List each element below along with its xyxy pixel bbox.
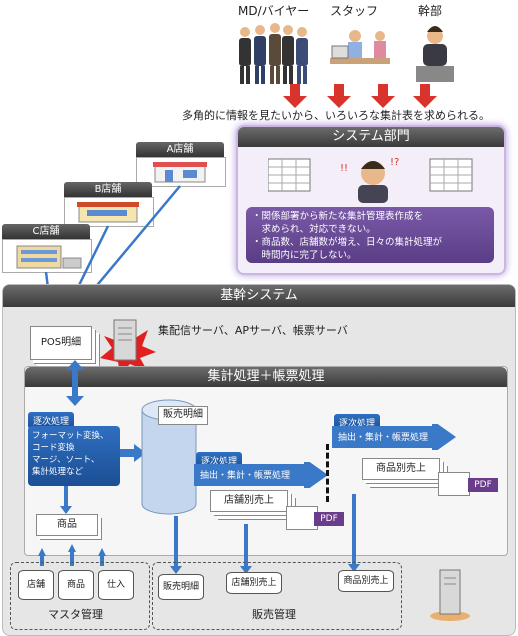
batch-steps-box: フォーマット変換、 コード変換 マージ、ソート、 集計処理など bbox=[28, 426, 120, 486]
system-dept-panel: システム部門 !!!? ・関係部署から新たな集計管理表作成を 求められ、対応でき… bbox=[236, 125, 506, 275]
product-sales-doc: 商品別売上 bbox=[362, 458, 440, 480]
people-illustration bbox=[239, 23, 454, 84]
product-doc: 商品 bbox=[36, 514, 98, 536]
executive-icon bbox=[416, 26, 454, 82]
issue-line: ・商品数、店舗数が増え、日々の集計処理が bbox=[252, 237, 443, 248]
server-burst-illustration bbox=[100, 319, 156, 374]
red-arrow-icon bbox=[371, 84, 395, 108]
store-building-icon bbox=[153, 162, 207, 183]
batch-tag: 逐次処理 bbox=[28, 412, 75, 429]
batch-step: フォーマット変換、 bbox=[32, 431, 109, 441]
spreadsheet-icon bbox=[429, 158, 473, 192]
down-arrow-icon bbox=[60, 486, 72, 514]
down-arrow-icon bbox=[170, 516, 182, 574]
red-arrows bbox=[283, 84, 437, 108]
store-b-label: B店舗 bbox=[64, 182, 152, 197]
sales-detail-label: 販売明細 bbox=[158, 406, 208, 425]
red-arrow-icon bbox=[413, 84, 437, 108]
issue-line: 時間内に完了しない。 bbox=[252, 250, 357, 261]
product-sales-sheet bbox=[438, 472, 470, 496]
red-arrow-icon bbox=[327, 84, 351, 108]
extract-label-1: 抽出・集計・帳票処理 bbox=[200, 471, 291, 481]
worried-person-icon: !!!? bbox=[340, 157, 399, 203]
sales-mgmt-box bbox=[152, 562, 402, 630]
batch-step: コード変換 bbox=[32, 443, 75, 453]
batch-step: 集計処理など bbox=[32, 467, 84, 477]
divider-line bbox=[326, 444, 329, 502]
red-arrow-icon bbox=[283, 84, 307, 108]
core-system-title: 基幹システム bbox=[3, 285, 515, 307]
store-sales-db: 店舗別売上 bbox=[226, 572, 282, 594]
role-staff-label: スタッフ bbox=[330, 4, 379, 18]
up-arrow-icon bbox=[68, 544, 76, 566]
system-dept-title: システム部門 bbox=[238, 127, 504, 147]
master-mgmt-box bbox=[10, 562, 150, 630]
svg-text:!!: !! bbox=[340, 163, 348, 174]
buyer-group-icon bbox=[239, 23, 308, 84]
master-product-db: 商品 bbox=[58, 570, 94, 600]
issue-line: ・関係部署から新たな集計管理表作成を bbox=[252, 211, 424, 222]
demand-text: 多角的に情報を見たいから、いろいろな集計表を求められる。 bbox=[182, 109, 490, 122]
server-icon bbox=[430, 569, 470, 621]
pdf-badge: PDF bbox=[314, 512, 344, 526]
servers-label: 集配信サーバ、APサーバ、帳票サーバ bbox=[158, 324, 348, 337]
role-executive-label: 幹部 bbox=[418, 4, 443, 18]
system-dept-illustration: !!!? bbox=[268, 157, 473, 203]
server-icon bbox=[113, 319, 137, 361]
store-c-box bbox=[2, 239, 92, 273]
product-sales-db: 商品別売上 bbox=[338, 570, 394, 592]
pdf-badge: PDF bbox=[468, 478, 498, 492]
staff-icon bbox=[330, 30, 390, 64]
master-mgmt-label: マスタ管理 bbox=[48, 608, 103, 621]
process-arrow-1 bbox=[194, 462, 328, 488]
sales-detail-db: 販売明細 bbox=[158, 574, 204, 600]
spreadsheet-icon bbox=[268, 158, 311, 192]
processing-title: 集計処理＋帳票処理 bbox=[25, 367, 507, 387]
batch-step: マージ、ソート、 bbox=[32, 455, 100, 465]
up-arrow-icon bbox=[38, 548, 46, 566]
process-arrow-2 bbox=[332, 424, 456, 450]
svg-text:!?: !? bbox=[390, 157, 399, 168]
sales-mgmt-label: 販売管理 bbox=[252, 608, 296, 621]
store-c-label: C店舗 bbox=[2, 224, 90, 239]
store-sales-doc: 店舗別売上 bbox=[210, 490, 288, 512]
store-building-icon bbox=[77, 202, 139, 223]
store-a-label: A店舗 bbox=[136, 142, 224, 157]
master-purchase-db: 仕入 bbox=[98, 570, 134, 600]
down-arrow-icon bbox=[240, 524, 252, 574]
master-store-db: 店舗 bbox=[18, 570, 54, 600]
up-arrow-icon bbox=[98, 548, 106, 566]
extract-label-2: 抽出・集計・帳票処理 bbox=[338, 433, 429, 443]
right-arrow-icon bbox=[120, 444, 146, 462]
down-arrow-icon bbox=[348, 494, 360, 572]
pos-link-arrow bbox=[66, 360, 84, 406]
pos-detail-doc: POS明細 bbox=[30, 326, 92, 360]
role-md-buyer-label: MD/バイヤー bbox=[238, 4, 310, 18]
issue-line: 求められ、対応できない。 bbox=[252, 224, 376, 235]
store-b-box bbox=[64, 197, 154, 227]
system-dept-issues: ・関係部署から新たな集計管理表作成を 求められ、対応できない。 ・商品数、店舗数… bbox=[246, 207, 494, 263]
store-building-icon bbox=[16, 245, 82, 269]
